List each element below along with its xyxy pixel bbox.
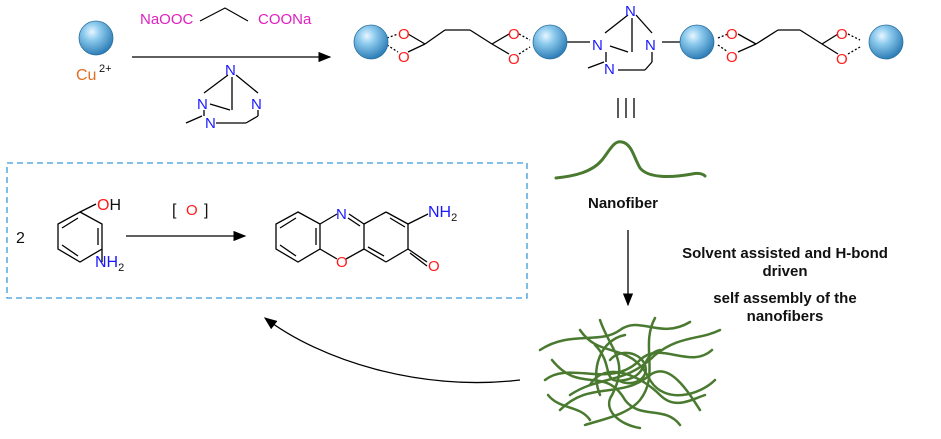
polymer-sphere-3 xyxy=(679,24,715,60)
polymer-n3: N xyxy=(645,37,656,54)
hmta-n1: N xyxy=(225,62,236,79)
single-nanofiber xyxy=(554,140,707,180)
hmta-n3: N xyxy=(251,96,262,113)
product-ring-n: N xyxy=(336,206,347,223)
oxidant-o: O xyxy=(186,202,198,219)
phenoxazinone-rings xyxy=(275,211,429,267)
nanofiber-bundle xyxy=(538,316,722,430)
polymer-o1: O xyxy=(398,26,410,43)
polymer-n4: N xyxy=(604,61,615,78)
assembly-label-line1: Solvent assisted and H-bond xyxy=(682,245,888,262)
reactant-coefficient: 2 xyxy=(16,230,25,247)
succinate-right: COONa xyxy=(258,11,312,28)
product-keto-o: O xyxy=(428,258,440,275)
polymer-n1: N xyxy=(625,3,636,20)
oxidant-close: ] xyxy=(204,202,208,219)
polymer-sphere-4 xyxy=(868,24,904,60)
polymer-o6: O xyxy=(726,49,738,66)
equivalence-symbol xyxy=(617,98,635,118)
nanofiber-label: Nanofiber xyxy=(588,195,658,212)
product-nh2: NH2 xyxy=(428,204,457,224)
copper-charge: 2+ xyxy=(99,63,112,75)
product-ring-o: O xyxy=(336,254,348,271)
polymer-o7: O xyxy=(836,26,848,43)
assembly-label-line3: self assembly of the xyxy=(713,290,856,307)
hmta-n4: N xyxy=(205,115,216,132)
copper-label: Cu xyxy=(76,67,96,84)
aminophenol-oh: OH xyxy=(97,197,121,214)
polymer-o8: O xyxy=(836,51,848,68)
polymer-o2: O xyxy=(398,49,410,66)
aminophenol-nh2: NH2 xyxy=(95,254,124,274)
polymer-o5: O xyxy=(726,26,738,43)
catalytic-reaction-box xyxy=(6,162,528,299)
succinate-chain xyxy=(199,7,249,22)
polymer-o4: O xyxy=(508,51,520,68)
catalysis-arrow xyxy=(263,317,521,384)
hmta-structure xyxy=(185,74,259,124)
hmta-n2: N xyxy=(197,96,208,113)
copper-ion-sphere xyxy=(78,20,114,56)
assembly-label-line4: nanofibers xyxy=(747,308,824,325)
assembly-label-line2: driven xyxy=(762,263,807,280)
polymer-bonds xyxy=(386,14,861,71)
polymer-sphere-2 xyxy=(532,24,568,60)
polymer-sphere-1 xyxy=(353,24,389,60)
aminophenol-ring xyxy=(57,203,103,263)
polymer-n2: N xyxy=(592,37,603,54)
oxidant-open: [ xyxy=(172,202,177,219)
polymer-o3: O xyxy=(508,26,520,43)
succinate-left: NaOOC xyxy=(140,11,194,28)
